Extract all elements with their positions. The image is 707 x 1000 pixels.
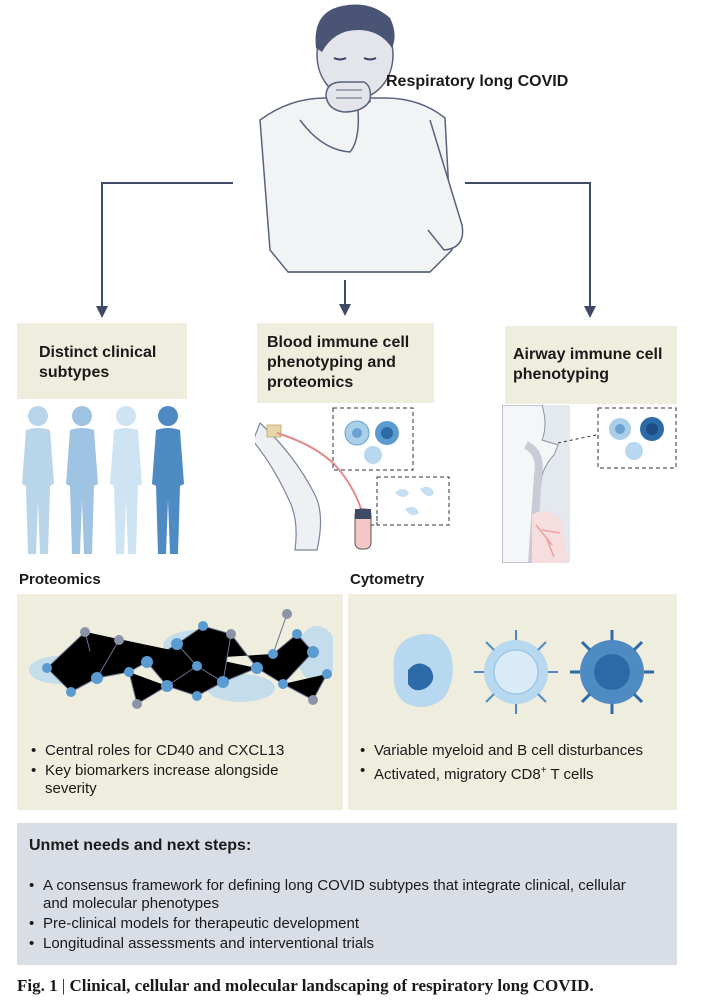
figure-caption: Fig. 1 | Clinical, cellular and molecula…: [17, 976, 594, 996]
t-cells-label: T cells: [546, 766, 594, 783]
patient-silhouettes-illustration: [22, 406, 184, 554]
proteomics-panel: Central roles for CD40 and CXCL13 Key bi…: [17, 594, 343, 810]
proteomics-bullets: Central roles for CD40 and CXCL13 Key bi…: [31, 742, 331, 800]
cd8-superscript: +: [540, 765, 547, 776]
list-item: Activated, migratory CD8+ T cells: [360, 762, 670, 784]
cytometry-panel: Variable myeloid and B cell disturbances…: [348, 594, 677, 810]
cytometry-label: Cytometry: [350, 571, 425, 588]
caption-label: Fig. 1: [17, 976, 58, 995]
coughing-person-illustration: [259, 4, 464, 273]
list-item: A consensus framework for defining long …: [29, 877, 629, 913]
list-item: Longitudinal assessments and interventio…: [29, 935, 629, 953]
connector-arrows: [96, 182, 596, 318]
list-item: Central roles for CD40 and CXCL13: [31, 742, 331, 760]
branch-title-clinical-subtypes: Distinct clinical subtypes: [39, 344, 157, 381]
blood-draw-illustration: [255, 407, 450, 551]
diagram-title: Respiratory long COVID: [386, 73, 569, 90]
list-item: Pre-clinical models for therapeutic deve…: [29, 915, 629, 933]
branch-title-blood-immune: Blood immune cell phenotyping and proteo…: [267, 334, 410, 391]
cd8-label: Activated, migratory CD8: [374, 766, 541, 783]
immune-cells-illustration: [393, 630, 654, 714]
protein-network-illustration: [29, 609, 333, 709]
unmet-needs-title: Unmet needs and next steps:: [29, 837, 252, 854]
caption-text: Clinical, cellular and molecular landsca…: [69, 976, 594, 995]
branch-box-clinical-subtypes: Distinct clinical subtypes: [17, 323, 187, 399]
cytometry-bullets: Variable myeloid and B cell disturbances…: [360, 742, 670, 786]
list-item: Variable myeloid and B cell disturbances: [360, 742, 670, 760]
proteomics-label: Proteomics: [19, 571, 101, 588]
unmet-needs-bullets: A consensus framework for defining long …: [29, 877, 629, 955]
airway-illustration: [502, 405, 677, 563]
branch-box-blood-immune: Blood immune cell phenotyping and proteo…: [257, 323, 434, 403]
unmet-needs-panel: Unmet needs and next steps: A consensus …: [17, 823, 677, 965]
branch-title-airway-immune: Airway immune cell phenotyping: [513, 346, 663, 383]
caption-separator: |: [57, 976, 70, 995]
list-item: Key biomarkers increase alongside severi…: [31, 762, 331, 798]
branch-box-airway-immune: Airway immune cell phenotyping: [505, 326, 677, 404]
